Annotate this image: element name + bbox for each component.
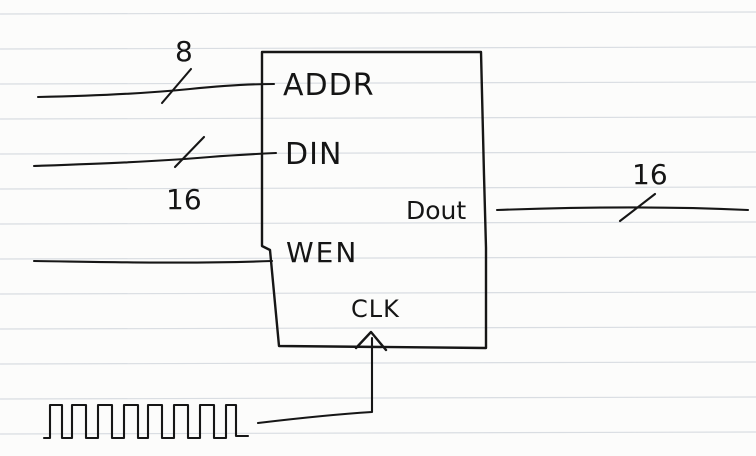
dout-output-wire	[495, 206, 750, 212]
din-bus-width: 16	[166, 183, 202, 216]
rule-line	[0, 431, 756, 435]
din-input-wire	[32, 151, 278, 168]
wen-input-wire	[32, 259, 274, 264]
addr-input-wire	[36, 82, 276, 99]
rule-line	[0, 151, 756, 155]
clock-waveform	[42, 403, 250, 440]
clock-input-wire	[256, 336, 374, 425]
rule-line	[0, 116, 756, 120]
rule-line	[0, 361, 756, 365]
rule-line	[0, 291, 756, 295]
dout-bus-width: 16	[632, 158, 668, 191]
din-bus-slash	[173, 135, 206, 169]
rule-line	[0, 256, 756, 260]
rule-line	[0, 186, 756, 190]
rule-line	[0, 326, 756, 330]
rule-line	[0, 81, 756, 85]
rule-line	[0, 46, 756, 50]
dout-bus-slash	[618, 192, 657, 223]
ruled-lines	[0, 11, 756, 435]
clock-edge-triangle	[354, 330, 388, 352]
rule-line	[0, 11, 756, 15]
port-label-dout: Dout	[406, 196, 466, 225]
rule-line	[0, 396, 756, 400]
port-label-din: DIN	[285, 137, 342, 172]
rule-line	[0, 221, 756, 225]
port-label-wen: WEN	[286, 236, 358, 269]
port-label-clk: CLK	[351, 295, 400, 323]
port-label-addr: ADDR	[283, 68, 375, 103]
memory-block	[260, 50, 488, 350]
addr-bus-slash	[160, 67, 193, 105]
addr-bus-width: 8	[175, 35, 193, 68]
